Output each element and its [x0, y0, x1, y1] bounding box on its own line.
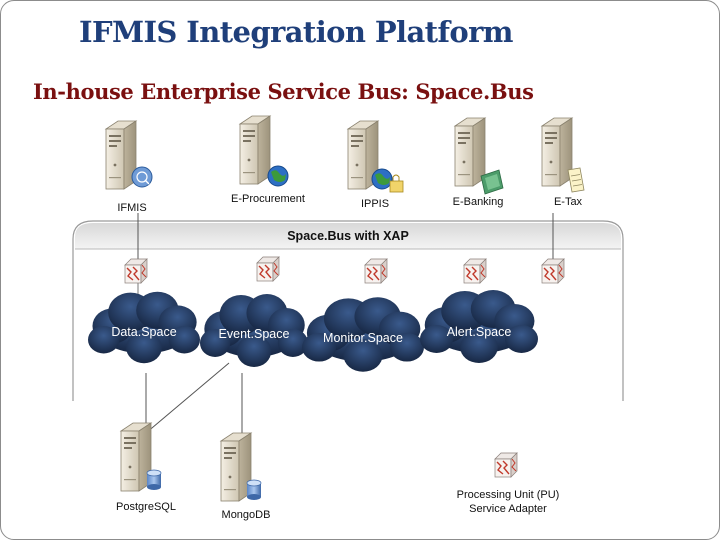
legend-line-2: Service Adapter: [469, 503, 547, 515]
server-label-ebanking: E-Banking: [453, 196, 504, 208]
legend-line-1: Processing Unit (PU): [457, 489, 560, 501]
adapter-etax-icon: [541, 258, 565, 284]
server-eprocurement: [239, 115, 289, 187]
server-label-ifmis: IFMIS: [117, 202, 146, 214]
server-label-ippis: IPPIS: [361, 198, 389, 210]
database-label-postgresql: PostgreSQL: [116, 501, 176, 513]
slide-title: IFMIS Integration Platform: [79, 15, 513, 49]
cloud-monitorspace: Monitor.Space: [302, 297, 424, 372]
legend-adapter-icon: [494, 452, 518, 478]
space-bus-panel: Space.Bus with XAP: [72, 220, 624, 401]
server-ifmis: [105, 120, 153, 190]
cloud-eventspace: Event.Space: [200, 294, 308, 367]
slide-subtitle: In-house Enterprise Service Bus: Space.B…: [33, 79, 534, 104]
server-label-etax: E-Tax: [554, 196, 583, 208]
server-label-eprocurement: E-Procurement: [231, 193, 305, 205]
adapter-ippis-icon: [364, 258, 388, 284]
space-label-monitorspace: Monitor.Space: [323, 331, 403, 345]
database-label-mongodb: MongoDB: [222, 509, 271, 521]
server-etax: [541, 117, 585, 193]
adapter-ebanking-icon: [463, 258, 487, 284]
space-label-dataspace: Data.Space: [111, 325, 176, 339]
space-label-eventspace: Event.Space: [219, 327, 290, 341]
server-ippis: [347, 120, 404, 193]
legend: Processing Unit (PU) Service Adapter: [457, 452, 560, 515]
adapter-eprocurement-icon: [256, 256, 280, 282]
server-postgresql: [120, 422, 162, 492]
database-icon: [146, 469, 162, 491]
space-label-alertspace: Alert.Space: [447, 325, 512, 339]
server-ebanking: [454, 117, 504, 195]
server-mongodb: [220, 432, 262, 502]
cloud-dataspace: Data.Space: [88, 291, 200, 364]
cloud-alertspace: Alert.Space: [420, 290, 538, 363]
database-icon: [246, 479, 262, 501]
space-bus-label: Space.Bus with XAP: [287, 229, 409, 243]
adapter-ifmis-icon: [124, 258, 148, 284]
